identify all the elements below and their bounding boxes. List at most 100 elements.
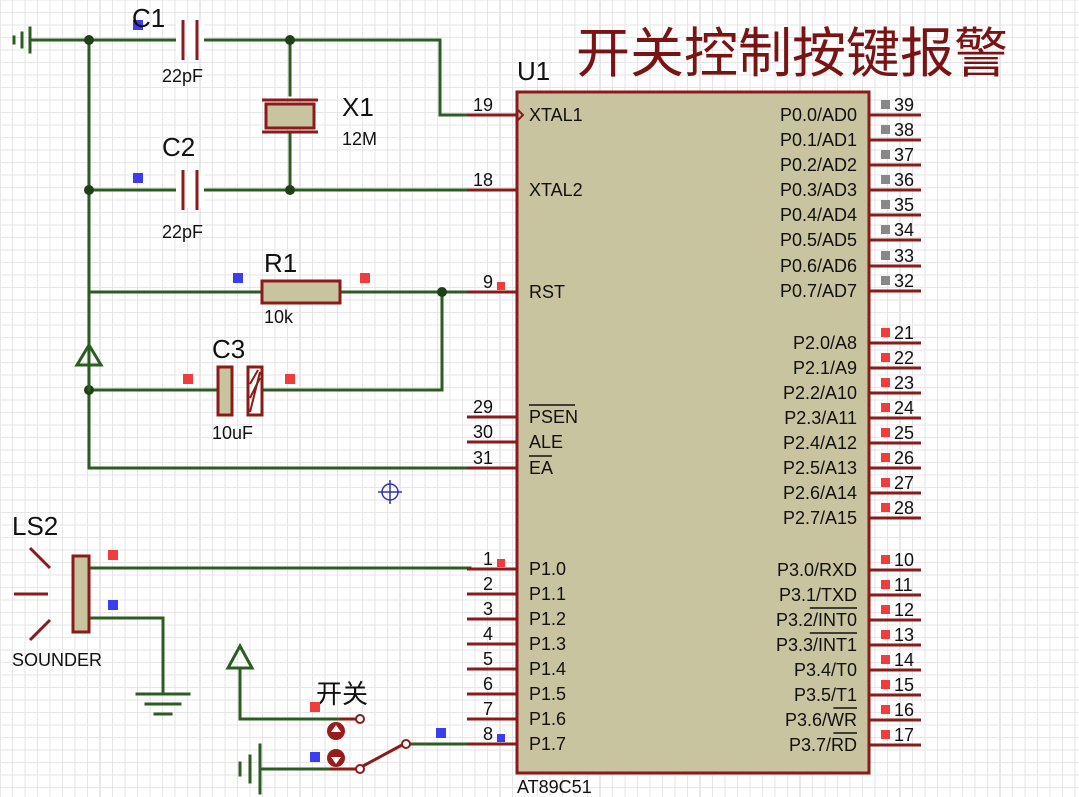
junctions — [84, 35, 447, 395]
pin-name: P1.1 — [529, 584, 566, 604]
pin-name: P0.4/AD4 — [780, 205, 857, 225]
pin-number: 6 — [483, 674, 493, 694]
pin-number: 7 — [483, 699, 493, 719]
pin-number: 30 — [473, 422, 493, 442]
pin-name: P2.4/A12 — [783, 433, 857, 453]
pin-number: 21 — [894, 323, 914, 343]
ic-body[interactable] — [515, 90, 871, 775]
junction — [285, 185, 295, 195]
pin-number: 16 — [894, 700, 914, 720]
ic-ref: U1 — [517, 56, 550, 86]
wire-c3-right — [262, 290, 444, 392]
pin-number: 31 — [473, 448, 493, 468]
pin-number: 17 — [894, 725, 914, 745]
pin-number: 32 — [894, 271, 914, 291]
pin-number: 8 — [483, 724, 493, 744]
pin-name: P3.6/WR — [785, 710, 857, 730]
pin-name: P2.1/A9 — [793, 358, 857, 378]
capacitor-c3[interactable]: C3 10uF — [183, 334, 295, 443]
c2-value: 22pF — [162, 222, 203, 242]
pin-name: P0.7/AD7 — [780, 281, 857, 301]
pin-name: P2.7/A15 — [783, 508, 857, 528]
pin-name: XTAL1 — [529, 105, 583, 125]
power-arrow-switch-icon — [225, 642, 255, 670]
capacitor-c1[interactable]: C1 22pF — [132, 3, 204, 86]
pin-number: 13 — [894, 625, 914, 645]
pin-number: 33 — [894, 246, 914, 266]
ground-symbol-top — [12, 26, 32, 54]
c2-ref: C2 — [162, 132, 195, 162]
resistor-r1[interactable]: R1 10k — [233, 248, 370, 327]
x1-value: 12M — [342, 129, 377, 149]
pin-name: P1.3 — [529, 634, 566, 654]
junction — [84, 35, 94, 45]
pin-name: P0.2/AD2 — [780, 155, 857, 175]
switch-sw[interactable]: 开关 — [310, 679, 446, 774]
pin-name: P0.6/AD6 — [780, 256, 857, 276]
pin-number: 25 — [894, 423, 914, 443]
pin-number: 9 — [483, 272, 493, 292]
wire-sounder-gnd — [87, 616, 165, 696]
capacitor-c2[interactable]: C2 22pF — [133, 132, 204, 242]
pin-number: 14 — [894, 650, 914, 670]
junction — [84, 185, 94, 195]
pin-name: P3.4/T0 — [794, 660, 857, 680]
crystal-x1[interactable]: X1 12M — [262, 92, 377, 149]
pin-number: 36 — [894, 170, 914, 190]
c3-value: 10uF — [212, 423, 253, 443]
pin-number: 26 — [894, 448, 914, 468]
pin-number: 5 — [483, 649, 493, 669]
pin-name: P2.3/A11 — [784, 408, 857, 428]
pin-name: P3.7/RD — [789, 735, 857, 755]
pin-name: P0.5/AD5 — [780, 230, 857, 250]
r1-ref: R1 — [264, 248, 297, 278]
pin-name: P1.7 — [529, 734, 566, 754]
sounder-ls2[interactable]: LS2 SOUNDER — [12, 511, 118, 670]
pin-number: 19 — [473, 95, 493, 115]
pin-name: P3.1/TXD — [779, 585, 857, 605]
pin-number: 12 — [894, 600, 914, 620]
ic-part: AT89C51 — [517, 777, 592, 797]
